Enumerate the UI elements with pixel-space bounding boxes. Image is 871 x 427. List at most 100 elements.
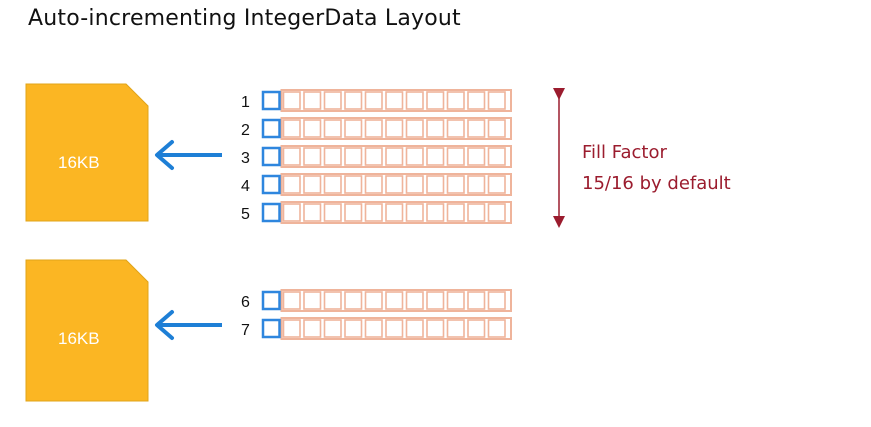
data-cell bbox=[344, 319, 363, 338]
data-cell bbox=[282, 119, 301, 138]
fill-factor-annotation: Fill Factor 15/16 by default bbox=[553, 88, 731, 228]
arrow-left-icon bbox=[155, 310, 222, 340]
data-cell bbox=[344, 203, 363, 222]
arrow-left-icon bbox=[155, 140, 222, 170]
primary-key-cell bbox=[261, 290, 281, 311]
data-cell bbox=[426, 319, 445, 338]
data-cell bbox=[323, 119, 342, 138]
data-cell bbox=[467, 203, 486, 222]
row-outline bbox=[280, 317, 512, 340]
data-cell bbox=[364, 91, 383, 110]
data-cell bbox=[405, 119, 424, 138]
data-cell bbox=[344, 119, 363, 138]
data-cell bbox=[364, 291, 383, 310]
data-cell bbox=[467, 291, 486, 310]
row-outline bbox=[280, 89, 512, 112]
data-cell bbox=[323, 291, 342, 310]
primary-key-cell bbox=[261, 146, 281, 167]
fill-factor-default: 15/16 by default bbox=[582, 173, 731, 194]
row-outline bbox=[280, 117, 512, 140]
row-number: 4 bbox=[241, 178, 250, 195]
data-cell bbox=[446, 203, 465, 222]
row-outline bbox=[280, 201, 512, 224]
data-cell bbox=[446, 175, 465, 194]
data-cell bbox=[385, 147, 404, 166]
data-cell bbox=[282, 147, 301, 166]
data-cell bbox=[323, 203, 342, 222]
data-cell bbox=[303, 119, 322, 138]
row-number: 1 bbox=[241, 94, 250, 111]
data-cell bbox=[487, 147, 506, 166]
row-number: 3 bbox=[241, 150, 250, 167]
data-cell bbox=[467, 119, 486, 138]
fill-factor-label: Fill Factor bbox=[582, 142, 667, 163]
data-cell bbox=[405, 175, 424, 194]
page-icon bbox=[25, 83, 149, 222]
data-cell bbox=[426, 91, 445, 110]
data-cell bbox=[364, 119, 383, 138]
data-cell bbox=[364, 147, 383, 166]
data-cell bbox=[323, 91, 342, 110]
record-row: 5 bbox=[241, 201, 512, 224]
data-cell bbox=[487, 175, 506, 194]
data-cell bbox=[426, 147, 445, 166]
data-cell bbox=[426, 175, 445, 194]
data-cell bbox=[467, 91, 486, 110]
page-size-label: 16KB bbox=[58, 153, 100, 172]
data-cell bbox=[487, 91, 506, 110]
data-cell bbox=[426, 119, 445, 138]
data-cell bbox=[303, 147, 322, 166]
row-number: 2 bbox=[241, 122, 250, 139]
data-cell bbox=[405, 319, 424, 338]
data-cell bbox=[467, 319, 486, 338]
data-cell bbox=[446, 319, 465, 338]
row-outline bbox=[280, 289, 512, 312]
data-cell bbox=[446, 291, 465, 310]
page-size-label: 16KB bbox=[58, 329, 100, 348]
data-cell bbox=[344, 91, 363, 110]
record-row: 1 bbox=[241, 89, 512, 112]
primary-key-cell bbox=[261, 118, 281, 139]
data-cell bbox=[446, 91, 465, 110]
data-cell bbox=[303, 291, 322, 310]
data-cell bbox=[323, 147, 342, 166]
data-cell bbox=[364, 203, 383, 222]
row-stack: 1 2 3 4 5 bbox=[241, 89, 512, 224]
row-outline bbox=[280, 173, 512, 196]
record-row: 4 bbox=[241, 173, 512, 196]
data-cell bbox=[303, 319, 322, 338]
data-cell bbox=[487, 119, 506, 138]
record-row: 3 bbox=[241, 145, 512, 168]
data-cell bbox=[385, 291, 404, 310]
data-cell bbox=[344, 291, 363, 310]
data-cell bbox=[446, 119, 465, 138]
row-outline bbox=[280, 145, 512, 168]
data-cell bbox=[405, 91, 424, 110]
data-cell bbox=[446, 147, 465, 166]
row-stack: 67 bbox=[241, 289, 512, 340]
data-cell bbox=[487, 203, 506, 222]
data-cell bbox=[282, 319, 301, 338]
data-cell bbox=[405, 203, 424, 222]
data-cell bbox=[364, 319, 383, 338]
primary-key-cell bbox=[261, 318, 281, 339]
row-number: 5 bbox=[241, 206, 250, 223]
data-cell bbox=[282, 175, 301, 194]
data-cell bbox=[364, 175, 383, 194]
data-cell bbox=[405, 291, 424, 310]
data-cell bbox=[282, 91, 301, 110]
data-cell bbox=[282, 203, 301, 222]
primary-key-cell bbox=[261, 174, 281, 195]
data-cell bbox=[487, 319, 506, 338]
page-icon bbox=[25, 259, 149, 402]
data-cell bbox=[344, 147, 363, 166]
data-cell bbox=[323, 319, 342, 338]
row-number: 7 bbox=[241, 322, 250, 339]
record-row: 6 bbox=[241, 289, 512, 312]
data-cell bbox=[467, 175, 486, 194]
page-group-2: 16KB 67 bbox=[25, 259, 512, 402]
data-cell bbox=[385, 175, 404, 194]
primary-key-cell bbox=[261, 202, 281, 223]
data-cell bbox=[385, 319, 404, 338]
